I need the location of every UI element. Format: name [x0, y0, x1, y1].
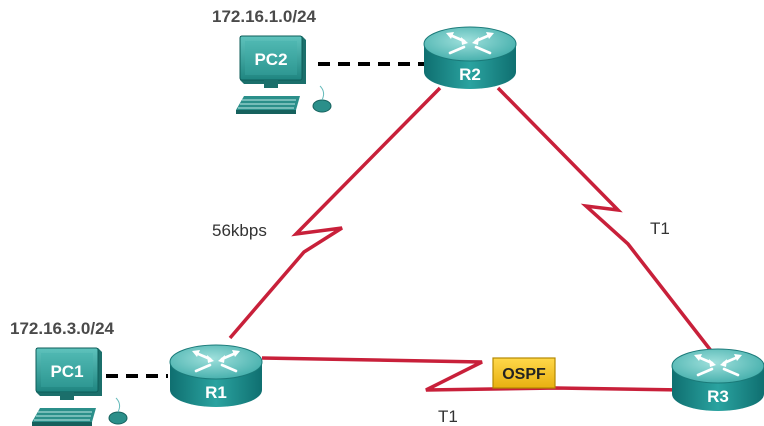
- link-label-r1-r2: 56kbps: [212, 221, 267, 240]
- router-r1[interactable]: R1: [168, 343, 264, 409]
- ospf-badge-label: OSPF: [502, 366, 546, 383]
- router-label-r2: R2: [459, 65, 481, 84]
- router-label-r1: R1: [205, 383, 227, 402]
- subnet-label-pc2: 172.16.1.0/24: [212, 7, 317, 26]
- serial-link-r1-r2: [228, 86, 442, 340]
- serial-link-r2-r3: [496, 86, 714, 354]
- pc-label-pc2: PC2: [254, 50, 287, 69]
- pc-icon: [235, 35, 332, 115]
- link-label-r1-r3: T1: [438, 407, 458, 426]
- router-r2[interactable]: R2: [422, 25, 518, 91]
- router-r3[interactable]: R3: [670, 347, 764, 413]
- serial-link-r1-r3: [261, 356, 685, 392]
- subnet-label-pc1: 172.16.3.0/24: [10, 319, 115, 338]
- link-label-r2-r3: T1: [650, 219, 670, 238]
- pc-icon: [31, 347, 128, 426]
- pc-label-pc1: PC1: [50, 362, 83, 381]
- ospf-badge: OSPF: [492, 357, 556, 389]
- pc-pc1[interactable]: PC1: [31, 347, 128, 426]
- pc-pc2[interactable]: PC2: [235, 35, 332, 115]
- router-label-r3: R3: [707, 387, 729, 406]
